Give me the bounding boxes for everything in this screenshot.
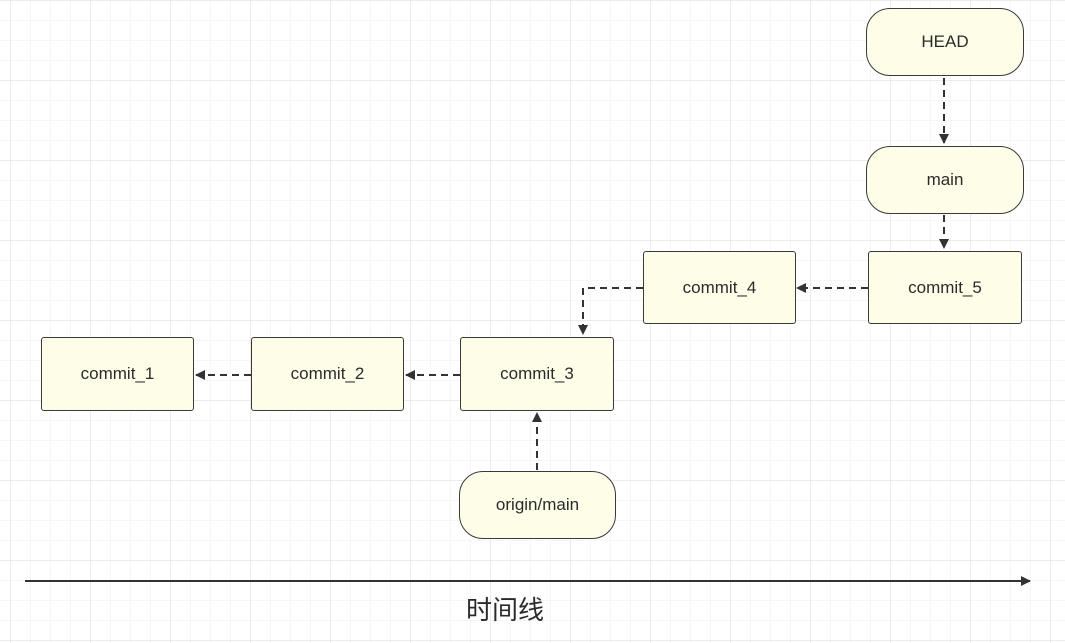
ref-origin-main[interactable]: origin/main — [459, 471, 616, 539]
commit-4[interactable]: commit_4 — [643, 251, 796, 324]
ref-main[interactable]: main — [866, 146, 1024, 214]
ref-origin-main-label: origin/main — [495, 495, 580, 514]
ref-head[interactable]: HEAD — [866, 8, 1024, 76]
commit-2-label: commit_2 — [290, 364, 365, 383]
commit-5-label: commit_5 — [908, 277, 982, 297]
timeline-label: 时间线 — [465, 596, 544, 626]
commit-4-label: commit_4 — [682, 277, 757, 297]
commit-3[interactable]: commit_3 — [460, 337, 614, 411]
commit-2[interactable]: commit_2 — [251, 337, 404, 411]
commit-1[interactable]: commit_1 — [41, 337, 194, 411]
commit-5[interactable]: commit_5 — [868, 251, 1022, 324]
edge-commit-4-to-commit-3 — [578, 287, 643, 335]
commit-1-label: commit_1 — [80, 364, 155, 383]
ref-main-label: main — [926, 170, 964, 189]
ref-head-label: HEAD — [921, 32, 969, 51]
commit-3-label: commit_3 — [500, 364, 574, 383]
